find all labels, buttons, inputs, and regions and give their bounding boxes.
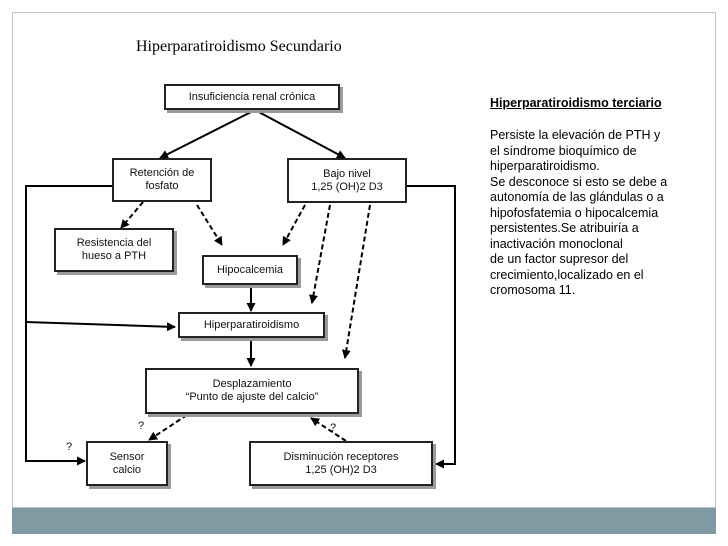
box-resistencia-hueso: Resistencia del hueso a PTH [54, 228, 174, 272]
box-desplazamiento: Desplazamiento “Punto de ajuste del calc… [145, 368, 359, 414]
side-body: Persiste la elevación de PTH y el síndro… [490, 128, 668, 297]
question-mark-3: ? [66, 441, 73, 453]
arrow-desplazamiento-sensor [148, 414, 188, 441]
arrow-left-bracket [25, 185, 112, 466]
arrow-bajo-nivel-hiperpara [309, 204, 331, 304]
arrow-right-bracket [407, 185, 456, 469]
box-hiperparatiroidismo: Hiperparatiroidismo [178, 312, 325, 338]
box-insuficiencia-renal: Insuficiencia renal crónica [164, 84, 340, 110]
question-mark-2: ? [330, 422, 337, 434]
arrow-insuficiencia-bajo-nivel [254, 109, 346, 159]
side-heading: Hiperparatiroidismo terciario [490, 96, 662, 110]
arrow-bajo-nivel-disminucion [341, 204, 371, 359]
arrow-left-to-hiperpara [25, 321, 176, 332]
arrow-bajo-nivel-hipocalcemia [282, 204, 306, 246]
arrow-retencion-resistencia [120, 201, 144, 229]
box-retencion-fosfato: Retención de fosfato [112, 158, 212, 202]
footer-bar [12, 508, 716, 534]
slide-frame [12, 12, 716, 508]
arrow-disminucion-desplazamiento [310, 417, 347, 442]
box-hipocalcemia: Hipocalcemia [202, 255, 298, 285]
box-bajo-nivel: Bajo nivel 1,25 (OH)2 D3 [287, 158, 407, 203]
slide-title: Hiperparatiroidismo Secundario [136, 38, 342, 55]
question-mark-1: ? [138, 420, 145, 432]
box-disminucion-receptores: Disminución receptores 1,25 (OH)2 D3 [249, 441, 433, 486]
box-sensor-calcio: Sensor calcio [86, 441, 168, 486]
arrow-insuficiencia-retencion [159, 109, 256, 159]
arrow-retencion-hipocalcemia [196, 204, 223, 246]
